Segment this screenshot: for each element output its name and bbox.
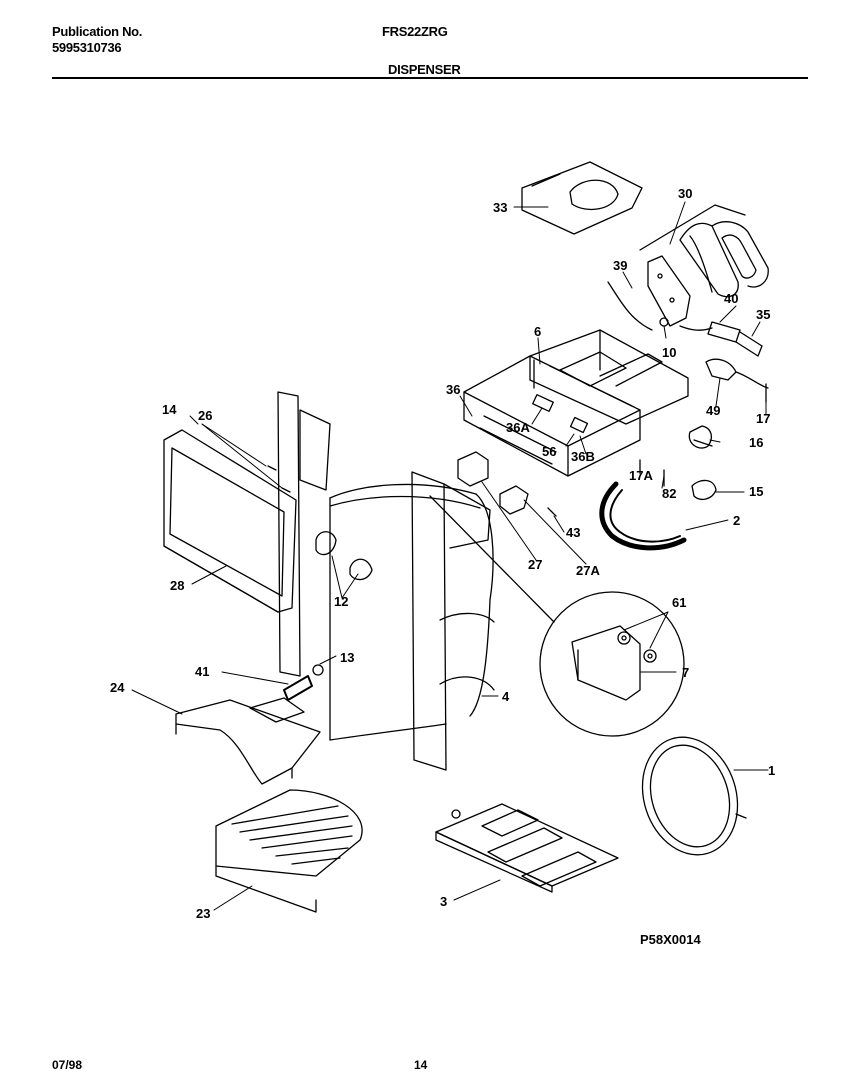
callout-10: 10 xyxy=(662,345,676,360)
part-23-grille xyxy=(215,789,363,913)
part-26-screws xyxy=(267,465,291,493)
footer-date: 07/98 xyxy=(52,1058,83,1072)
callout-13: 13 xyxy=(340,650,354,665)
callout-23: 23 xyxy=(196,906,210,921)
callout-2: 2 xyxy=(733,513,740,528)
model-number: FRS22ZRG xyxy=(382,24,448,39)
callout-49: 49 xyxy=(706,403,720,418)
callout-26: 26 xyxy=(198,408,212,423)
part-4-ice-bin xyxy=(329,471,495,771)
callout-27A: 27A xyxy=(576,563,600,578)
part-61-7-switch-detail xyxy=(429,495,685,737)
part-33-plate xyxy=(521,161,643,235)
callout-36A: 36A xyxy=(506,420,530,435)
diagram-code: P58X0014 xyxy=(640,932,701,947)
callout-17A: 17A xyxy=(629,468,653,483)
callout-12: 12 xyxy=(334,594,348,609)
callout-15: 15 xyxy=(749,484,763,499)
leader-lines xyxy=(131,201,769,911)
callout-33: 33 xyxy=(493,200,507,215)
part-2-harness xyxy=(599,481,687,551)
publication-number: 5995310736 xyxy=(52,40,122,55)
callout-28: 28 xyxy=(170,578,184,593)
part-3-heater xyxy=(435,803,619,893)
part-27-brackets xyxy=(457,451,529,515)
callout-56: 56 xyxy=(542,444,556,459)
callout-14: 14 xyxy=(162,402,177,417)
callout-27: 27 xyxy=(528,557,542,572)
callout-6: 6 xyxy=(534,324,541,339)
callout-1: 1 xyxy=(768,763,775,778)
part-14-28-door xyxy=(163,429,297,613)
part-1-gasket xyxy=(641,736,747,856)
callout-4: 4 xyxy=(502,689,510,704)
callout-40: 40 xyxy=(724,291,738,306)
part-cabinet-side xyxy=(277,391,373,701)
part-39-40-35-lamp-socket xyxy=(607,281,769,389)
callout-30: 30 xyxy=(678,186,692,201)
callout-36B: 36B xyxy=(571,449,595,464)
callout-43: 43 xyxy=(566,525,580,540)
callout-labels: 33 30 39 40 35 6 10 36 36A 56 36B 49 17 … xyxy=(110,186,775,947)
callout-24: 24 xyxy=(110,680,125,695)
part-24-tray xyxy=(175,697,321,785)
part-6-36-dispenser-housing xyxy=(463,329,689,477)
part-30-chute-housing xyxy=(639,204,769,327)
publication-label: Publication No. xyxy=(52,24,143,39)
callout-82: 82 xyxy=(662,486,676,501)
callout-3: 3 xyxy=(440,894,447,909)
callout-35: 35 xyxy=(756,307,770,322)
callout-16: 16 xyxy=(749,435,763,450)
header-rule xyxy=(52,77,808,79)
section-title: DISPENSER xyxy=(388,62,461,77)
callout-7: 7 xyxy=(682,665,689,680)
callout-39: 39 xyxy=(613,258,627,273)
callout-36: 36 xyxy=(446,382,460,397)
callout-61: 61 xyxy=(672,595,686,610)
callout-41: 41 xyxy=(195,664,209,679)
callout-17: 17 xyxy=(756,411,770,426)
footer-page: 14 xyxy=(414,1058,428,1072)
